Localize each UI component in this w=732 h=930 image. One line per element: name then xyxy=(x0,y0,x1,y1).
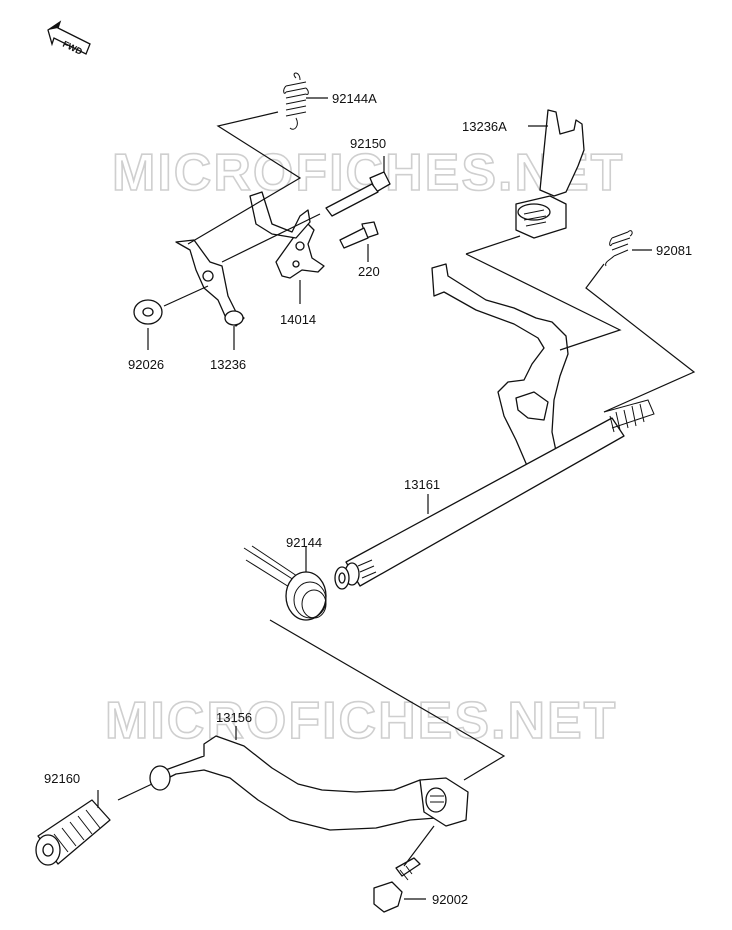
label-13236a: 13236A xyxy=(462,119,507,134)
label-92150: 92150 xyxy=(350,136,386,151)
label-92160: 92160 xyxy=(44,771,80,786)
shift-pedal-13156 xyxy=(149,735,469,831)
label-92144: 92144 xyxy=(286,535,322,550)
watermark-bottom: MICROFICHES.NET xyxy=(105,692,617,750)
label-92002: 92002 xyxy=(432,892,468,907)
shift-shaft-lever-13161 xyxy=(431,263,569,477)
spring-92144a xyxy=(283,72,309,130)
label-13161: 13161 xyxy=(404,477,440,492)
label-220: 220 xyxy=(358,264,380,279)
label-14014: 14014 xyxy=(280,312,316,327)
bolt-92150 xyxy=(325,171,391,217)
label-92026: 92026 xyxy=(128,357,164,372)
return-spring-92144 xyxy=(243,545,327,621)
shift-shaft-13161 xyxy=(334,399,655,590)
spring-92081 xyxy=(605,230,633,267)
washer-92026 xyxy=(133,299,163,325)
bolt-92002 xyxy=(373,857,421,913)
bolt-220 xyxy=(339,221,379,249)
watermark-top: MICROFICHES.NET xyxy=(112,144,624,202)
fwd-arrow-icon: FWD xyxy=(47,20,91,57)
label-13236: 13236 xyxy=(210,357,246,372)
label-92144a: 92144A xyxy=(332,91,377,106)
pedal-rubber-92160 xyxy=(35,799,111,866)
label-92081: 92081 xyxy=(656,243,692,258)
shift-arm-13236a xyxy=(515,109,585,239)
label-13156: 13156 xyxy=(216,710,252,725)
leader-lines xyxy=(97,97,696,900)
